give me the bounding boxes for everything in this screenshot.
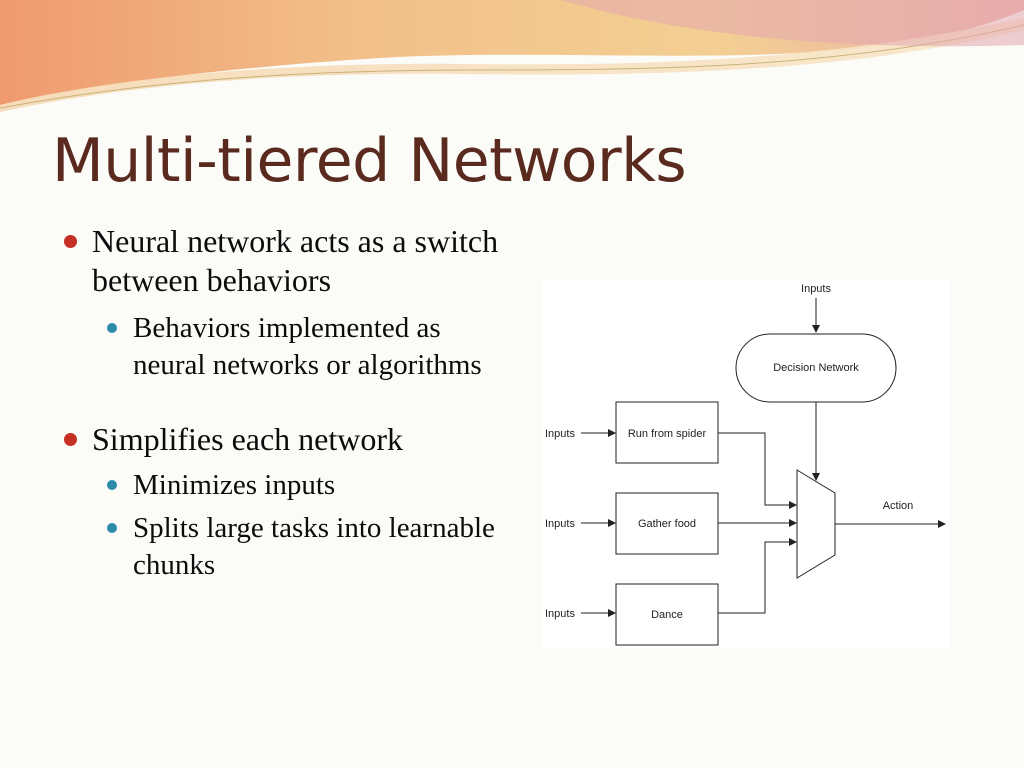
bullet-item: Neural network acts as a switch between … — [60, 222, 500, 300]
sub-bullet-text: Minimizes inputs — [133, 469, 336, 501]
sub-bullet-dot-icon — [107, 323, 117, 333]
bullet-dot-icon — [64, 235, 77, 248]
behavior-output-arrow — [718, 432, 797, 509]
behavior-node — [615, 401, 719, 464]
behavior-output-arrow — [718, 538, 797, 614]
behavior-node — [615, 583, 719, 646]
sub-bullet-text: Splits large tasks into learnable chunks — [133, 512, 495, 581]
bullet-text: Simplifies each network — [92, 421, 404, 457]
diagram-background — [543, 280, 949, 648]
behavior-input-label: Inputs — [545, 428, 575, 440]
behavior-label: Run from spider — [628, 428, 707, 440]
sub-bullet-dot-icon — [107, 480, 117, 490]
network-diagram: Inputs Decision Network Inputs Run from … — [543, 280, 949, 648]
sub-bullet-item: Minimizes inputs — [60, 467, 500, 504]
behavior-label: Gather food — [638, 518, 696, 530]
sub-bullet-item: Splits large tasks into learnable chunks — [60, 510, 500, 584]
behavior-label: Dance — [651, 609, 683, 621]
action-label: Action — [883, 500, 914, 512]
decision-input-label: Inputs — [801, 283, 831, 295]
sub-bullet-item: Behaviors implemented as neural networks… — [60, 310, 500, 384]
switch-node — [796, 469, 836, 579]
decision-network-label: Decision Network — [773, 362, 859, 374]
bullet-list: Neural network acts as a switch between … — [60, 222, 500, 584]
behavior-input-label: Inputs — [545, 518, 575, 530]
bullet-dot-icon — [64, 433, 77, 446]
bullet-item: Simplifies each network — [60, 420, 500, 459]
bullet-text: Neural network acts as a switch between … — [92, 223, 499, 298]
behavior-input-label: Inputs — [545, 608, 575, 620]
behavior-node — [615, 492, 719, 555]
sub-bullet-dot-icon — [107, 523, 117, 533]
sub-bullet-text: Behaviors implemented as neural networks… — [133, 312, 482, 381]
background-swoosh — [0, 0, 1024, 112]
slide-title: Multi-tiered Networks — [52, 126, 687, 196]
